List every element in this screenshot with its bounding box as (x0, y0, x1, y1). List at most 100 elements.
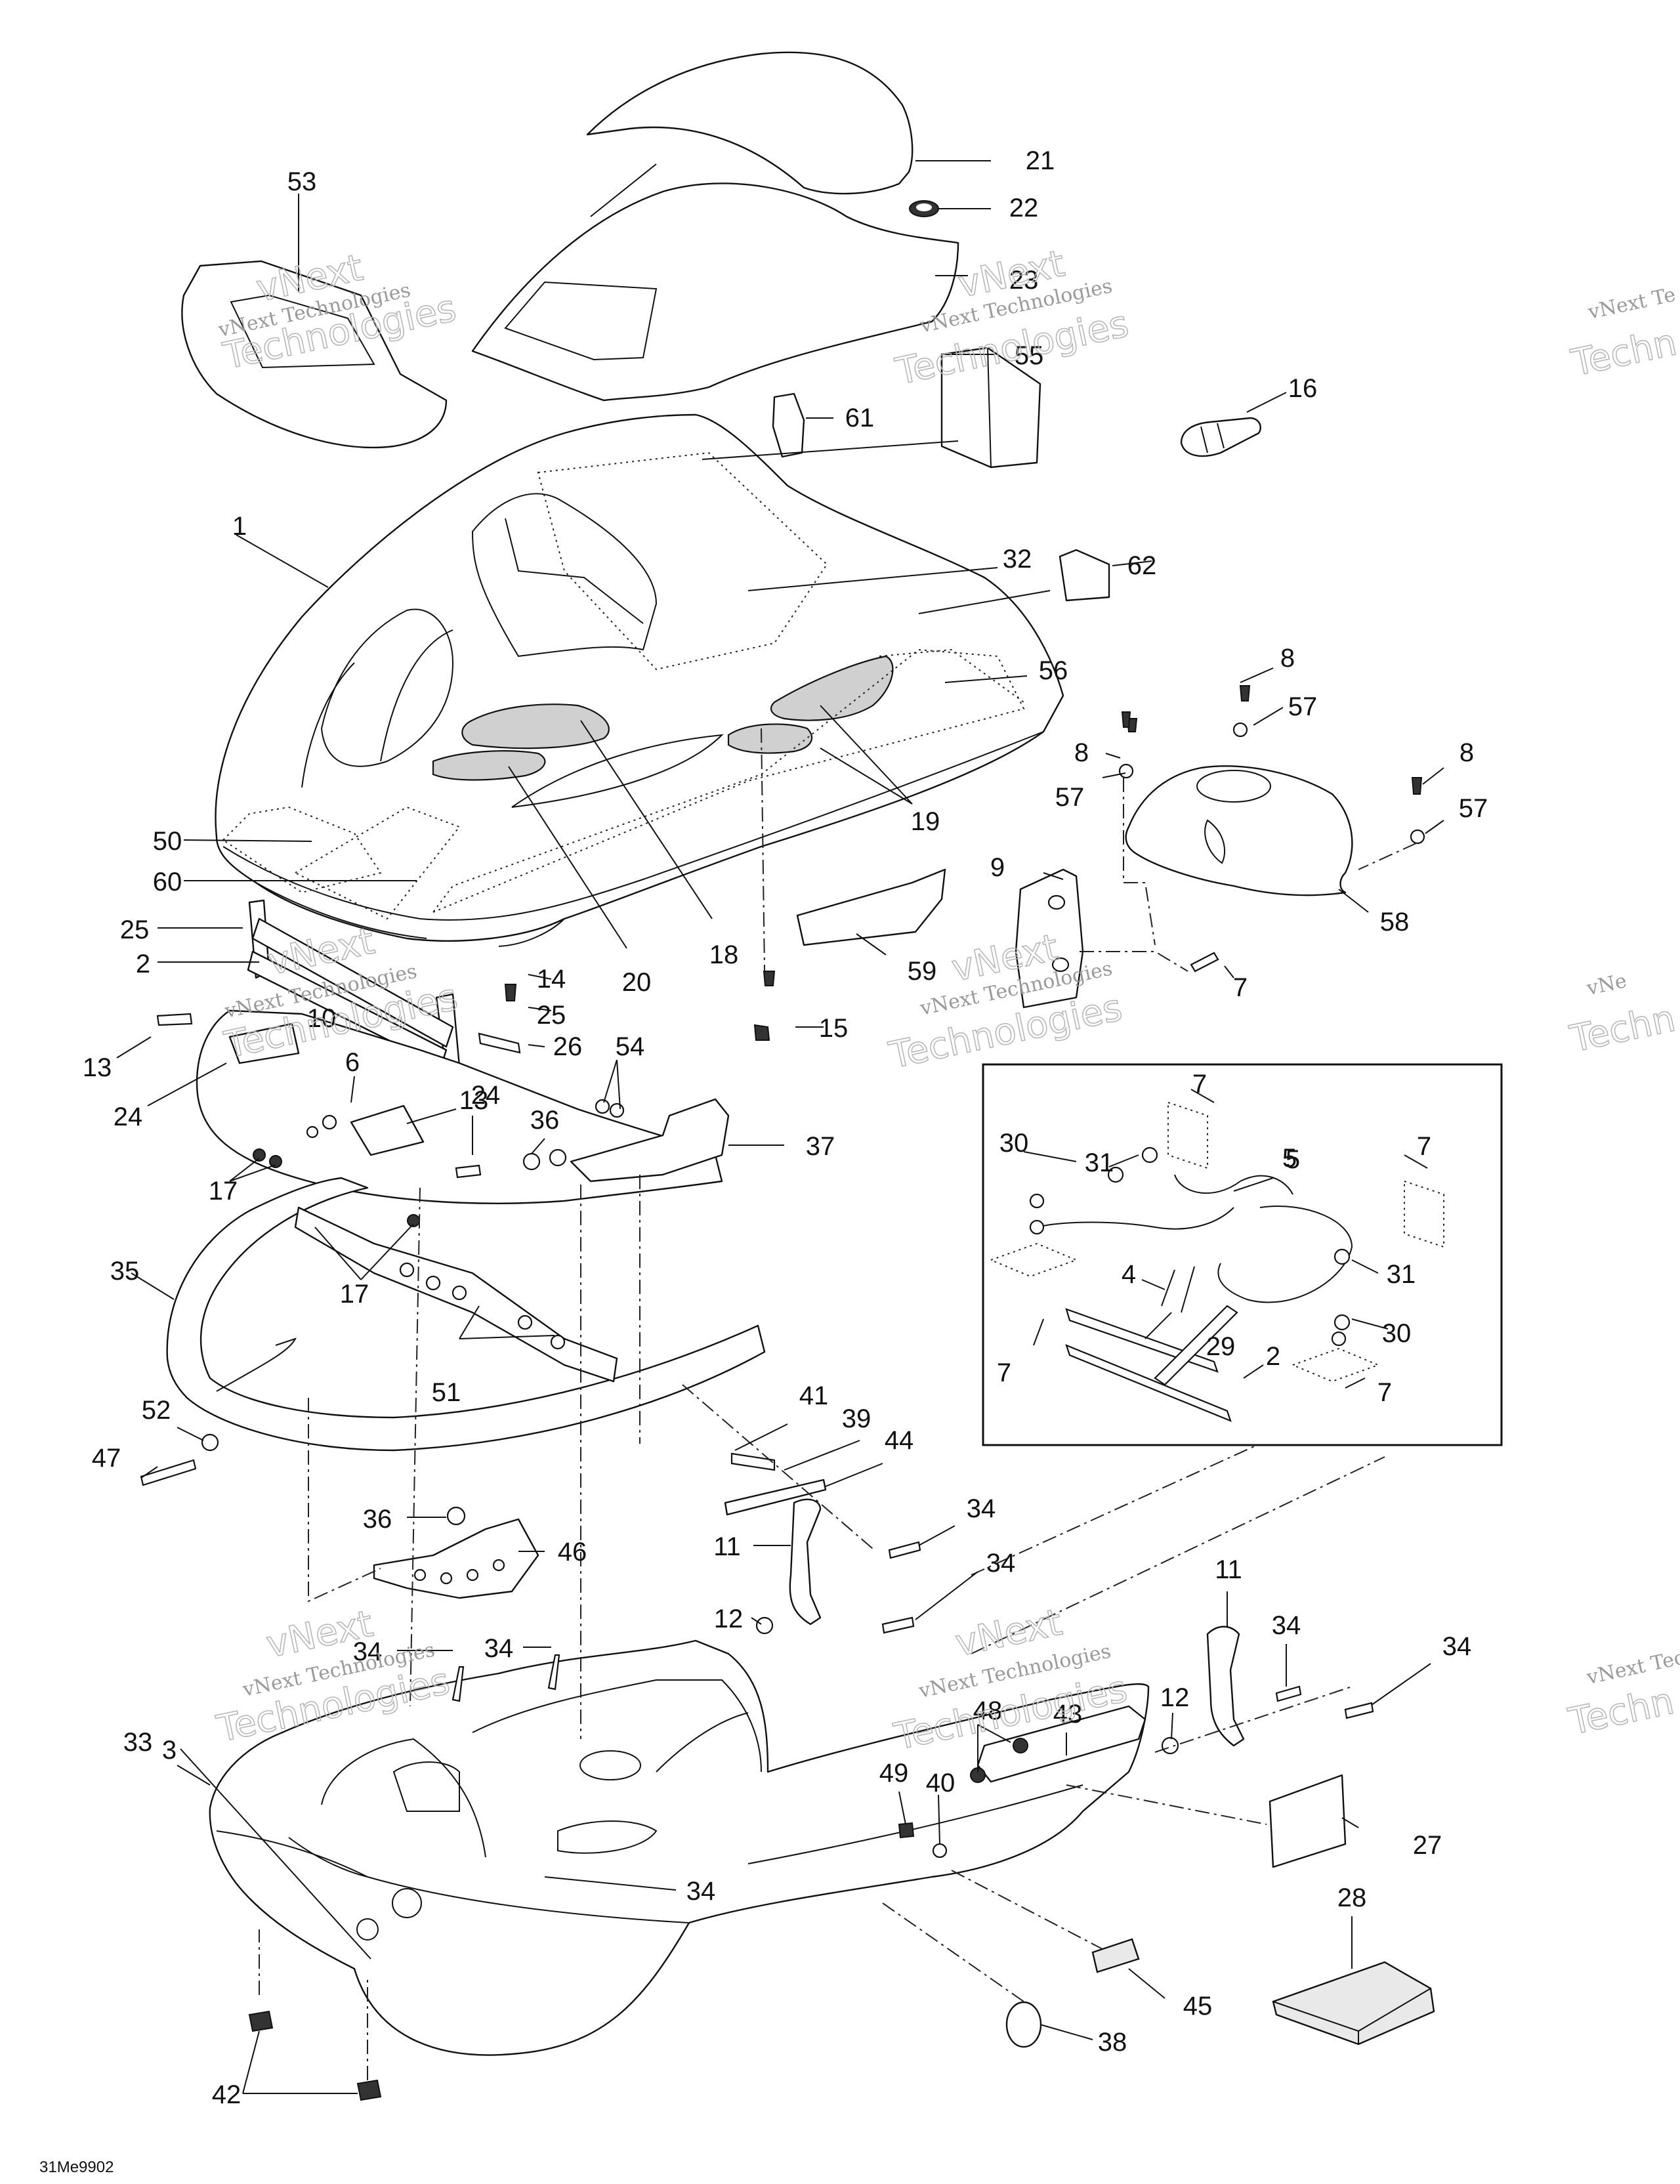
callout-38: 38 (1098, 2028, 1127, 2057)
part-46-bracket (373, 1518, 539, 1599)
callout-24-b: 24 (471, 1081, 501, 1110)
callout-52: 52 (142, 1396, 171, 1425)
inset-callout-2: 2 (1266, 1342, 1280, 1371)
callout-39: 39 (842, 1404, 872, 1433)
callout-45: 45 (1183, 1992, 1213, 2021)
callout-14: 14 (537, 965, 566, 994)
callout-25-a: 25 (120, 915, 150, 944)
callout-37: 37 (806, 1132, 835, 1161)
part-23-upper-cowl (471, 182, 959, 402)
callout-1: 1 (232, 512, 247, 541)
inset-callout-7-b: 7 (1417, 1132, 1431, 1161)
callout-9: 9 (990, 853, 1005, 882)
callout-8-b: 8 (1074, 738, 1089, 767)
callout-44: 44 (885, 1426, 914, 1455)
part-20-vent (432, 750, 546, 781)
callout-42: 42 (212, 2080, 242, 2109)
callout-18: 18 (709, 940, 739, 969)
callout-34-g: 34 (686, 1877, 716, 1906)
callout-41: 41 (799, 1381, 829, 1410)
part-1-air-opening (471, 493, 658, 658)
inset-callout-7-a: 7 (1192, 1070, 1207, 1099)
callout-40: 40 (926, 1769, 956, 1797)
callout-57-b: 57 (1055, 783, 1085, 812)
inset-frame (982, 1063, 1503, 1446)
part-19-vent-b (770, 655, 894, 721)
inset-callout-labels: 2 4 5 7 7 7 7 29 30 30 31 31 (997, 1070, 1431, 1407)
part-39-bolt (730, 1452, 776, 1471)
callout-34-c: 34 (1272, 1611, 1301, 1640)
construction-lines (259, 728, 1417, 2080)
callout-5: 5 (1286, 1145, 1300, 1174)
callout-48: 48 (973, 1696, 1003, 1725)
callout-56: 56 (1039, 656, 1068, 685)
hardware (156, 685, 1425, 1858)
callout-61: 61 (845, 404, 875, 432)
callout-50: 50 (153, 827, 182, 856)
part-35-bumper (166, 1177, 766, 1452)
callout-17-b: 17 (340, 1280, 369, 1309)
callout-51: 51 (432, 1378, 461, 1407)
part-45-emblem (1091, 1938, 1140, 1973)
watermark-6: vNe (1584, 969, 1629, 1000)
inset-callout-5: 5 (1282, 1144, 1297, 1173)
callout-7: 7 (1233, 973, 1248, 1002)
part-33-belly-pan (209, 1639, 1150, 2056)
callout-59: 59 (908, 957, 937, 986)
callout-32: 32 (1003, 545, 1032, 574)
part-37-bracket (570, 1098, 730, 1183)
callout-15: 15 (819, 1014, 849, 1043)
callout-13-b: 13 (459, 1086, 489, 1115)
part-61-pad (772, 392, 805, 458)
callout-33: 33 (123, 1728, 153, 1757)
part-42-nuts (248, 2010, 382, 2101)
callout-34-e: 34 (353, 1637, 383, 1666)
callout-23: 23 (1009, 266, 1039, 295)
callout-11-a: 11 (713, 1532, 741, 1561)
watermark-3: vNext Te (1586, 284, 1677, 324)
callout-12-b: 12 (1160, 1683, 1190, 1712)
inset-callout-30-a: 30 (999, 1129, 1029, 1158)
callout-17-a: 17 (209, 1177, 238, 1206)
part-11-flap-left (789, 1498, 822, 1626)
part-28-pad (1272, 1961, 1435, 2046)
callout-60: 60 (153, 868, 182, 896)
inset-callout-31-a: 31 (1085, 1148, 1114, 1177)
part-1-hood (215, 413, 1064, 942)
part-38-plug (1005, 2001, 1042, 2048)
callout-34-b: 34 (986, 1549, 1016, 1578)
callout-26: 26 (553, 1032, 583, 1061)
watermark-big-3: Techn (1568, 321, 1680, 385)
callout-27: 27 (1413, 1831, 1442, 1860)
inset-cable-assembly (982, 1063, 1503, 1446)
callout-28: 28 (1337, 1883, 1367, 1912)
part-11-flap-right (1206, 1626, 1245, 1747)
callout-57-a: 57 (1288, 692, 1318, 721)
callout-34-d: 34 (1442, 1632, 1472, 1661)
callout-16: 16 (1288, 374, 1318, 403)
drawing-code: 31Me9902 (39, 2158, 114, 2176)
watermark-big-6: Techn (1566, 997, 1679, 1060)
callout-8-a: 8 (1280, 644, 1295, 673)
callout-47: 47 (92, 1444, 121, 1473)
callout-21: 21 (1026, 146, 1055, 175)
callout-53: 53 (287, 167, 317, 196)
part-16-tool (1180, 417, 1261, 457)
part-27-pad (1269, 1774, 1347, 1868)
inset-callout-29: 29 (1206, 1332, 1236, 1361)
callout-11-b: 11 (1215, 1555, 1242, 1584)
inset-callout-7-d: 7 (1377, 1378, 1392, 1407)
callout-58: 58 (1380, 908, 1410, 936)
callout-20: 20 (622, 968, 652, 997)
callout-46: 46 (558, 1538, 587, 1566)
part-19-vent-a (727, 723, 813, 754)
part-18-vent (461, 704, 610, 749)
part-59-foam (796, 868, 946, 946)
part-47-bolt (140, 1459, 197, 1486)
callout-34-f: 34 (484, 1634, 514, 1663)
callout-3: 3 (162, 1736, 177, 1765)
callout-8-c: 8 (1460, 738, 1474, 767)
callout-55: 55 (1015, 341, 1044, 370)
leader-lines (116, 160, 1444, 2094)
